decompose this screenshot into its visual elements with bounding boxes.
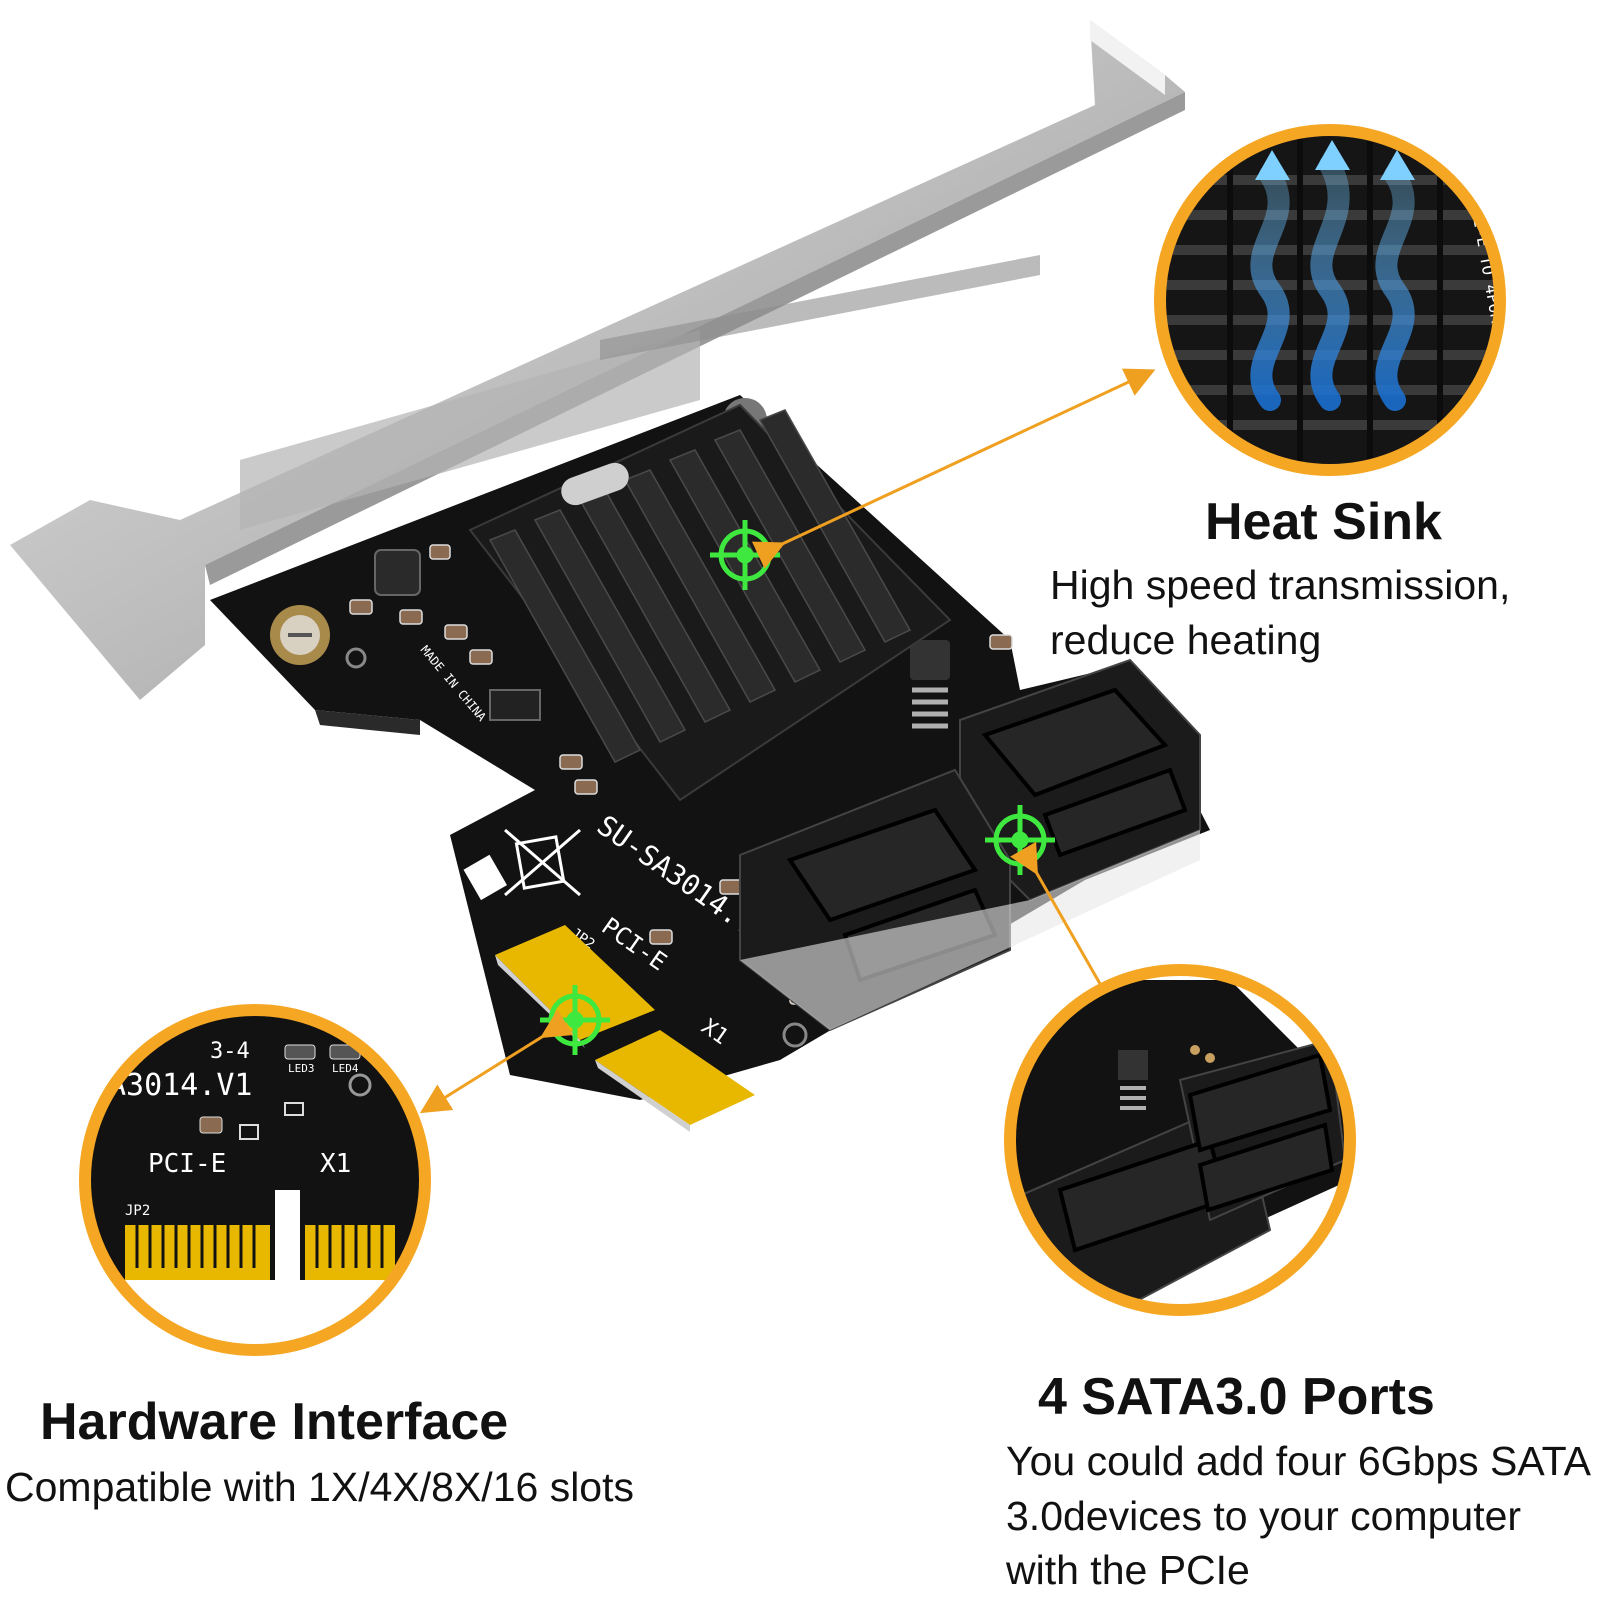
hw-zoom-model-marking: A3014.V1 bbox=[108, 1068, 253, 1103]
hw-zoom-interface-marking: PCI-E bbox=[148, 1149, 226, 1179]
heat-flow-icon bbox=[1250, 154, 1415, 411]
heat-sink-zoom-callout: PCI-E TO 4PORT SATA bbox=[1154, 124, 1506, 476]
hardware-interface-title: Hardware Interface bbox=[40, 1393, 509, 1451]
hw-zoom-led3-marking: LED3 bbox=[288, 1062, 315, 1075]
hw-zoom-led4-marking: LED4 bbox=[332, 1062, 359, 1075]
spring bbox=[912, 687, 948, 729]
smd-components bbox=[349, 544, 1013, 1005]
hw-zoom-jumper-marking: JP2 bbox=[125, 1203, 150, 1219]
weee-bin-icon bbox=[504, 828, 581, 897]
mounting-screw bbox=[270, 605, 330, 665]
hardware-interface-zoom-callout: 3-4 A3014.V1 PCI-E X1 JP2 LED3 LED4 bbox=[79, 1004, 431, 1356]
sata-ports-zoom-callout bbox=[1004, 964, 1356, 1316]
hardware-interface-description: Compatible with 1X/4X/8X/16 slots bbox=[5, 1464, 634, 1510]
heat-sink-description: High speed transmission, reduce heating bbox=[1050, 562, 1511, 663]
target-icon bbox=[985, 805, 1055, 875]
hw-zoom-lane-marking: X1 bbox=[320, 1149, 351, 1179]
hw-zoom-ports-marking: 3-4 bbox=[210, 1039, 250, 1064]
sata-ports-description: You could add four 6Gbps SATA 3.0devices… bbox=[1006, 1438, 1589, 1594]
sata-ports-title: 4 SATA3.0 Ports bbox=[1038, 1368, 1435, 1426]
mounting-bracket bbox=[10, 20, 1185, 700]
heat-sink-title: Heat Sink bbox=[1205, 493, 1442, 551]
